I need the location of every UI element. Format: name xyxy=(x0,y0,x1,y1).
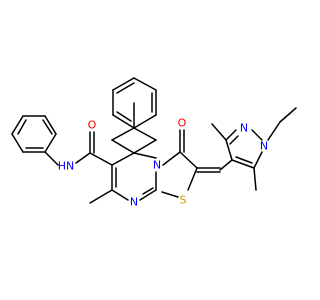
bond xyxy=(211,123,227,141)
bond xyxy=(139,189,157,201)
bond xyxy=(17,119,27,135)
bond xyxy=(142,187,154,195)
bond xyxy=(44,151,59,166)
pyrazole-n1-label: N xyxy=(260,140,268,153)
keto-o-label: O xyxy=(178,117,187,130)
bond xyxy=(235,156,253,164)
bond xyxy=(116,82,135,94)
bonds xyxy=(11,77,297,204)
bond xyxy=(44,115,57,135)
atom-labels: HN O N N S O N N xyxy=(58,117,268,209)
bond xyxy=(112,77,135,91)
bond xyxy=(116,111,132,122)
amide-nh-label: HN xyxy=(58,160,75,173)
ring-n-pyrimidine-label: N xyxy=(130,196,138,209)
bond xyxy=(44,133,57,153)
pyrazole-n2-label: N xyxy=(240,122,248,135)
bond xyxy=(161,191,179,198)
bond xyxy=(111,139,135,154)
bond xyxy=(89,152,113,166)
bond xyxy=(133,152,157,159)
amide-o-label: O xyxy=(88,119,97,132)
bond xyxy=(219,159,233,171)
bond xyxy=(267,121,281,141)
bond xyxy=(229,135,239,145)
bond xyxy=(133,139,157,154)
bond xyxy=(42,119,53,135)
bond xyxy=(225,129,237,141)
bond xyxy=(112,114,135,129)
thiazole-s-label: S xyxy=(180,194,187,207)
bond xyxy=(179,151,198,169)
bond xyxy=(75,152,91,164)
ring-n-bridge-label: N xyxy=(153,159,161,172)
bond xyxy=(111,189,129,201)
bond xyxy=(89,189,113,204)
structure-svg: HN O N N S O N N xyxy=(11,77,297,209)
bond xyxy=(253,167,257,191)
bond xyxy=(133,77,157,91)
bond xyxy=(251,129,263,141)
bond xyxy=(279,107,297,123)
bond xyxy=(231,159,255,169)
bond xyxy=(133,127,157,141)
bond xyxy=(253,151,263,169)
bond xyxy=(162,151,181,166)
bond xyxy=(187,167,198,191)
bond xyxy=(133,114,157,129)
bond xyxy=(111,127,135,141)
bond xyxy=(225,139,233,161)
bond xyxy=(11,133,24,153)
bond xyxy=(11,115,24,135)
bond xyxy=(111,152,135,166)
molecule-diagram: HN O N N S O N N xyxy=(11,77,297,209)
